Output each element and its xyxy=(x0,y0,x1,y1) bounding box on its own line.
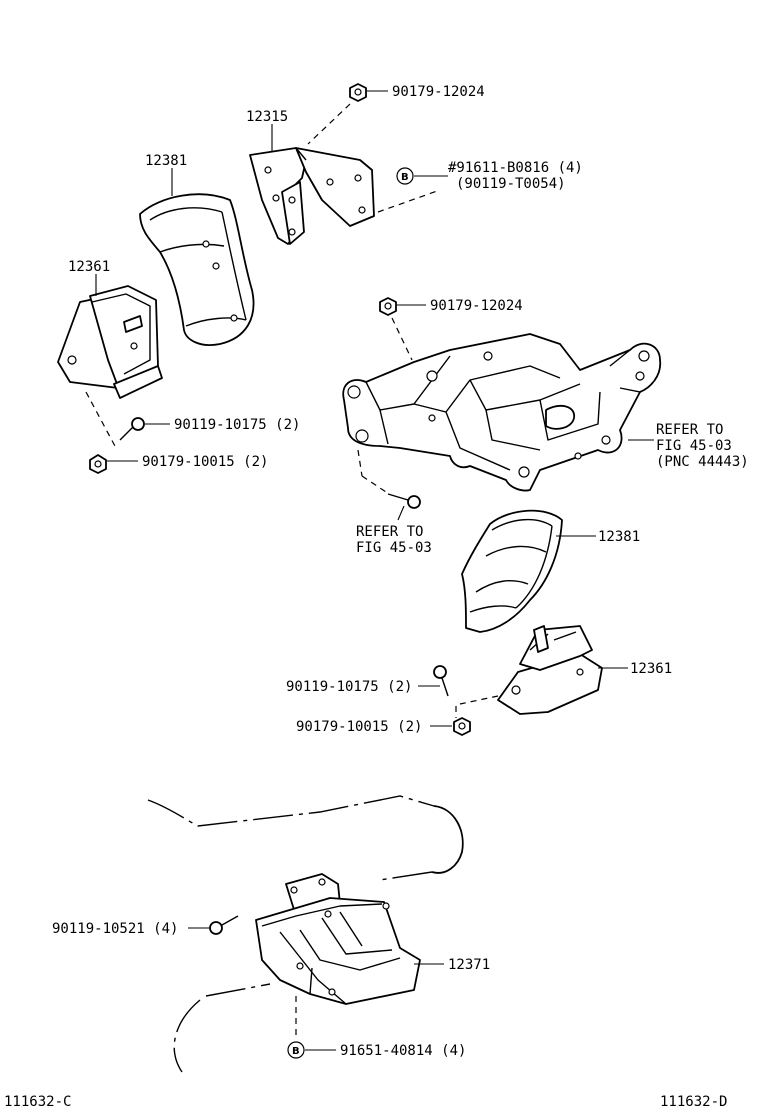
label-bolt-b-rear: 91651-40814 (4) xyxy=(340,1043,466,1059)
bolt-left xyxy=(119,417,145,441)
transmission-outline xyxy=(147,795,464,1073)
label-bolt-b: #91611-B0816 (4) xyxy=(448,160,583,176)
bolt-right xyxy=(433,665,449,697)
label-bolt-rear: 90119-10521 (4) xyxy=(52,921,178,937)
code-left: 111632-C xyxy=(4,1094,71,1110)
bolt-b-rear-marker: B xyxy=(287,1041,305,1059)
mount-right xyxy=(497,625,603,715)
nut-right xyxy=(453,717,471,736)
code-right: 111632-D xyxy=(660,1094,727,1110)
label-nut-left: 90179-10015 (2) xyxy=(142,454,268,470)
insulator-upper-left xyxy=(139,193,255,346)
mount-left xyxy=(57,285,163,399)
nut-left xyxy=(89,454,107,474)
label-bolt-right: 90119-10175 (2) xyxy=(286,679,412,695)
label-refer-bottom-1: REFER TO xyxy=(356,524,423,540)
bracket-12315 xyxy=(249,147,375,245)
svg-text:B: B xyxy=(401,172,409,183)
label-bracket: 12315 xyxy=(246,109,288,125)
svg-text:B: B xyxy=(292,1046,300,1057)
nut-crossmember xyxy=(379,297,397,316)
label-insulator-right: 12381 xyxy=(598,529,640,545)
label-bolt-left: 90119-10175 (2) xyxy=(174,417,300,433)
bolt-rear xyxy=(209,915,239,935)
label-refer-right-2: FIG 45-03 xyxy=(656,438,732,454)
bolt-b-marker: B xyxy=(396,167,414,185)
label-mount-left: 12361 xyxy=(68,259,110,275)
crossmember xyxy=(342,333,662,492)
label-refer-bottom-2: FIG 45-03 xyxy=(356,540,432,556)
label-nut-crossmember: 90179-12024 xyxy=(430,298,523,314)
label-mount-right: 12361 xyxy=(630,661,672,677)
label-refer-right-1: REFER TO xyxy=(656,422,723,438)
bolt-crossmember xyxy=(387,493,421,509)
label-bolt-b-alt: (90119-T0054) xyxy=(456,176,566,192)
label-mount-rear: 12371 xyxy=(448,957,490,973)
nut-top xyxy=(349,83,367,102)
label-nut-right: 90179-10015 (2) xyxy=(296,719,422,735)
label-refer-right-3: (PNC 44443) xyxy=(656,454,749,470)
label-nut-top: 90179-12024 xyxy=(392,84,485,100)
label-insulator-upper-left: 12381 xyxy=(145,153,187,169)
insulator-right xyxy=(461,509,563,633)
mount-rear xyxy=(255,873,421,1005)
